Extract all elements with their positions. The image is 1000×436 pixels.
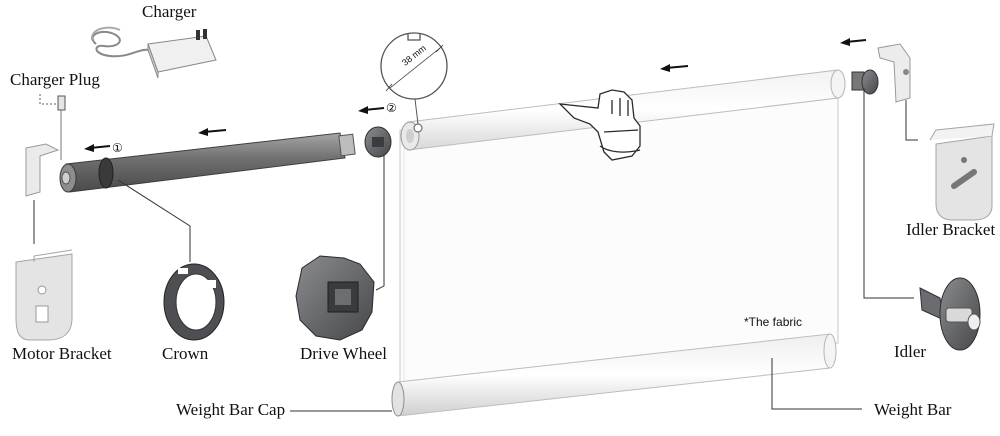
arrow-left-icon: [198, 128, 227, 136]
idler-large: [919, 277, 981, 351]
hand-icon: [558, 89, 641, 161]
idler-bracket-large: [929, 123, 995, 221]
motor-bracket-label: Motor Bracket: [12, 344, 112, 363]
idler-bracket-label: Idler Bracket: [906, 220, 996, 239]
crown-ring-on-tube: [98, 157, 114, 189]
charger-plug-icon: [39, 94, 66, 160]
idler-bracket-small: [877, 43, 911, 103]
drive-wheel-small: [364, 126, 392, 158]
motor-bracket-small: [25, 143, 60, 197]
direction-arrows: [84, 38, 867, 152]
weight-bar-label: Weight Bar: [874, 400, 952, 419]
arrow-left-icon: [660, 64, 689, 72]
charger-plug-label: Charger Plug: [10, 70, 100, 89]
arrow-left-icon: [358, 106, 385, 114]
weight-bar-cap-label: Weight Bar Cap: [176, 400, 286, 419]
leader-lines: [33, 88, 918, 412]
arrow-left-icon: [84, 144, 111, 152]
weight-bar-cap: [391, 381, 405, 417]
charger-label: Charger: [142, 2, 197, 21]
motor-tube: [59, 132, 356, 193]
motor-bracket-large: [15, 249, 73, 341]
step-1-marker: ①: [112, 141, 123, 155]
idler-small: [851, 69, 879, 95]
tube-diameter-magnifier: [380, 32, 448, 133]
drive-wheel-large: [295, 255, 375, 341]
step-2-marker: ②: [386, 101, 397, 115]
idler-label: Idler: [894, 342, 927, 361]
fabric-note-label: *The fabric: [744, 315, 803, 329]
weight-bar: [397, 333, 837, 417]
crown-label: Crown: [162, 344, 209, 363]
arrow-left-icon: [840, 38, 867, 46]
charger-icon: [90, 26, 217, 79]
drive-wheel-label: Drive Wheel: [300, 344, 388, 363]
crown-large: [163, 263, 225, 341]
